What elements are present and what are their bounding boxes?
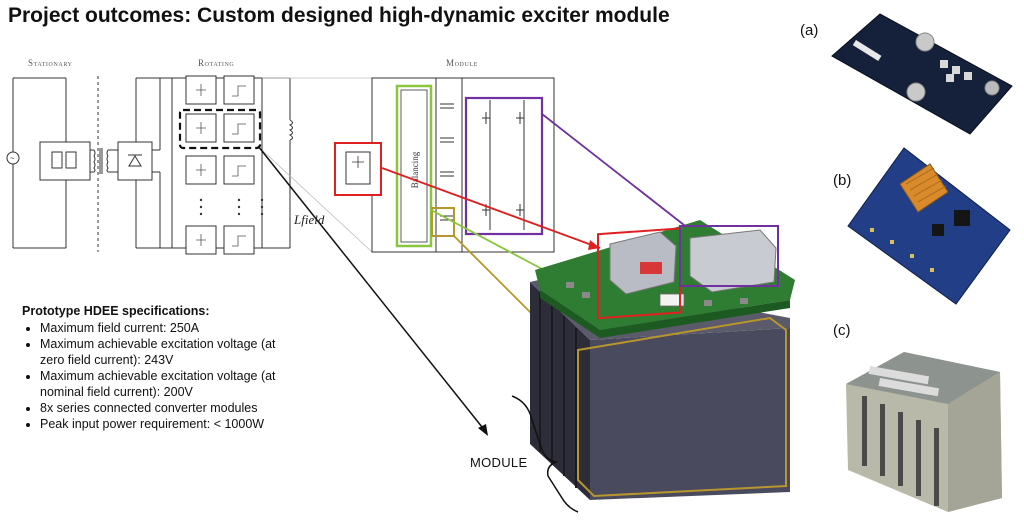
module-schematic-frame [371, 77, 555, 253]
spec-item: 8x series connected converter modules [40, 400, 302, 416]
inverter-block [39, 141, 91, 181]
highlighted-module-box [178, 108, 262, 150]
module-section-label: Module [446, 58, 478, 68]
module-3d-render [530, 220, 795, 500]
inductor-label: Lfield [293, 212, 325, 227]
green-balancing-box [395, 84, 433, 248]
panel-label-b: (b) [833, 172, 852, 189]
transformer-icon [93, 148, 109, 174]
ac-source-icon [6, 151, 20, 165]
page-title: Project outcomes: Custom designed high-d… [8, 4, 670, 27]
rotating-label: Rotating [198, 58, 235, 68]
spec-list: Prototype HDEE specifications: Maximum f… [22, 303, 302, 432]
photo-a-pcb [831, 13, 1013, 135]
module-bracket [511, 395, 579, 513]
capacitor-stack [440, 103, 454, 221]
svg-text:~: ~ [10, 154, 15, 163]
red-highlight-box [334, 142, 382, 196]
balancing-label: Balancing [410, 151, 420, 188]
spec-item: Peak input power requirement: < 1000W [40, 416, 302, 432]
spec-item: Maximum achievable excitation voltage (a… [40, 336, 302, 368]
spec-item: Maximum field current: 250A [40, 320, 302, 336]
panel-label-c: (c) [833, 322, 851, 339]
converter-cell-grid [185, 75, 255, 255]
red-connector [381, 167, 601, 249]
diode-icon [128, 154, 142, 167]
stationary-label: Stationary [28, 58, 73, 68]
spec-heading: Prototype HDEE specifications: [22, 304, 210, 318]
photo-b-control-board [847, 147, 1011, 305]
rectifier-block [117, 141, 153, 181]
black-pointer-arrow [257, 145, 487, 433]
module-render-label: MODULE [470, 455, 528, 470]
spec-item: Maximum achievable excitation voltage (a… [40, 368, 302, 400]
field-inductor-icon [288, 119, 293, 141]
panel-label-a: (a) [800, 22, 819, 39]
purple-bridge-box [464, 96, 544, 236]
photo-c-assembled-module [846, 352, 1002, 512]
